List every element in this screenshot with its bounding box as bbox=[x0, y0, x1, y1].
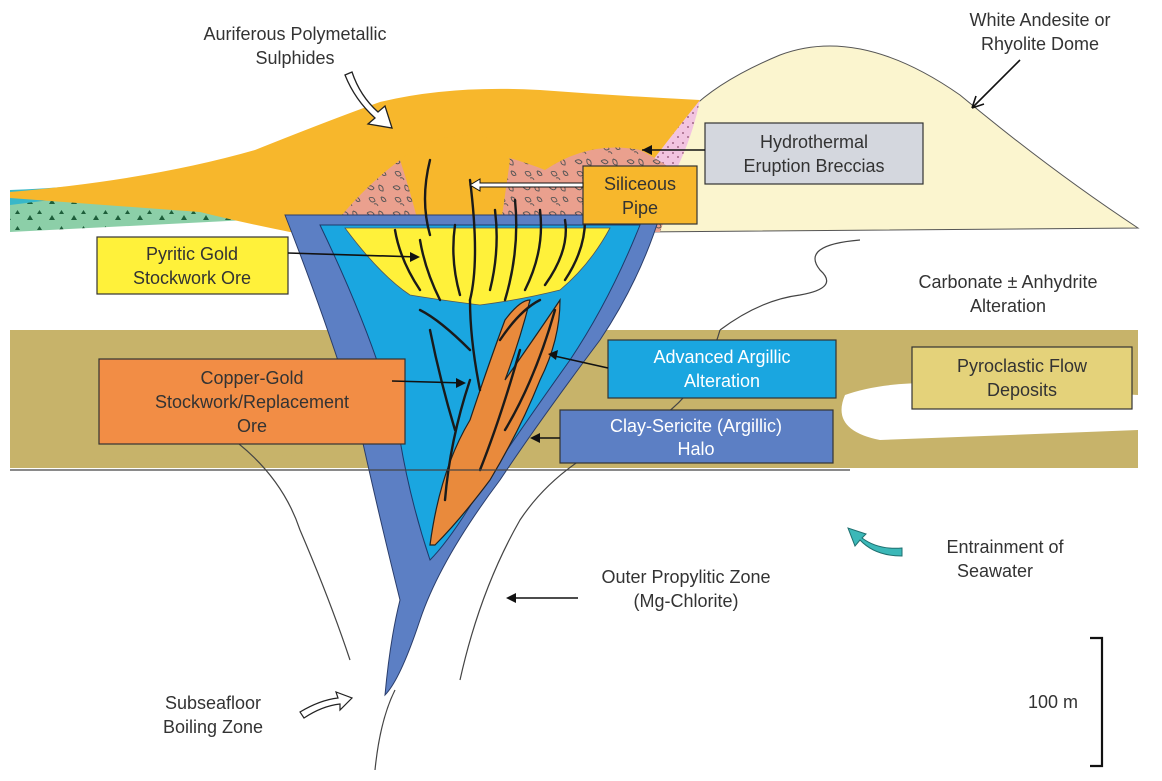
label-boiling-line1: Subseafloor bbox=[165, 693, 261, 713]
label-breccia-line2: Eruption Breccias bbox=[743, 156, 884, 176]
label-pyroclastic-line1: Pyroclastic Flow bbox=[957, 356, 1088, 376]
boiling-arrow bbox=[300, 692, 352, 718]
label-copper-line2: Stockwork/Replacement bbox=[155, 392, 349, 412]
label-auriferous-line1: Auriferous Polymetallic bbox=[203, 24, 386, 44]
label-siliceous-line2: Pipe bbox=[622, 198, 658, 218]
label-dome-line1: White Andesite or bbox=[969, 10, 1110, 30]
label-pyritic-line1: Pyritic Gold bbox=[146, 244, 238, 264]
label-siliceous-line1: Siliceous bbox=[604, 174, 676, 194]
seawater-arrow bbox=[848, 528, 902, 556]
label-advanced-line1: Advanced Argillic bbox=[653, 347, 790, 367]
label-propylitic-line2: (Mg-Chlorite) bbox=[633, 591, 738, 611]
label-auriferous-line2: Sulphides bbox=[255, 48, 334, 68]
label-boiling-line2: Boiling Zone bbox=[163, 717, 263, 737]
label-pyroclastic-line2: Deposits bbox=[987, 380, 1057, 400]
label-entrainment-line1: Entrainment of bbox=[946, 537, 1064, 557]
label-clay-line1: Clay-Sericite (Argillic) bbox=[610, 416, 782, 436]
label-breccia-line1: Hydrothermal bbox=[760, 132, 868, 152]
label-advanced-line2: Alteration bbox=[684, 371, 760, 391]
label-pyritic-line2: Stockwork Ore bbox=[133, 268, 251, 288]
label-copper-line3: Ore bbox=[237, 416, 267, 436]
label-carbonate-line2: Alteration bbox=[970, 296, 1046, 316]
dome-arrow bbox=[972, 60, 1020, 108]
label-entrainment-line2: Seawater bbox=[957, 561, 1033, 581]
label-copper-line1: Copper-Gold bbox=[200, 368, 303, 388]
label-clay-line2: Halo bbox=[677, 439, 714, 459]
label-carbonate-line1: Carbonate ± Anhydrite bbox=[919, 272, 1098, 292]
scale-bar bbox=[1090, 638, 1102, 766]
label-propylitic-line1: Outer Propylitic Zone bbox=[601, 567, 770, 587]
scale-label: 100 m bbox=[1028, 692, 1078, 712]
label-dome-line2: Rhyolite Dome bbox=[981, 34, 1099, 54]
